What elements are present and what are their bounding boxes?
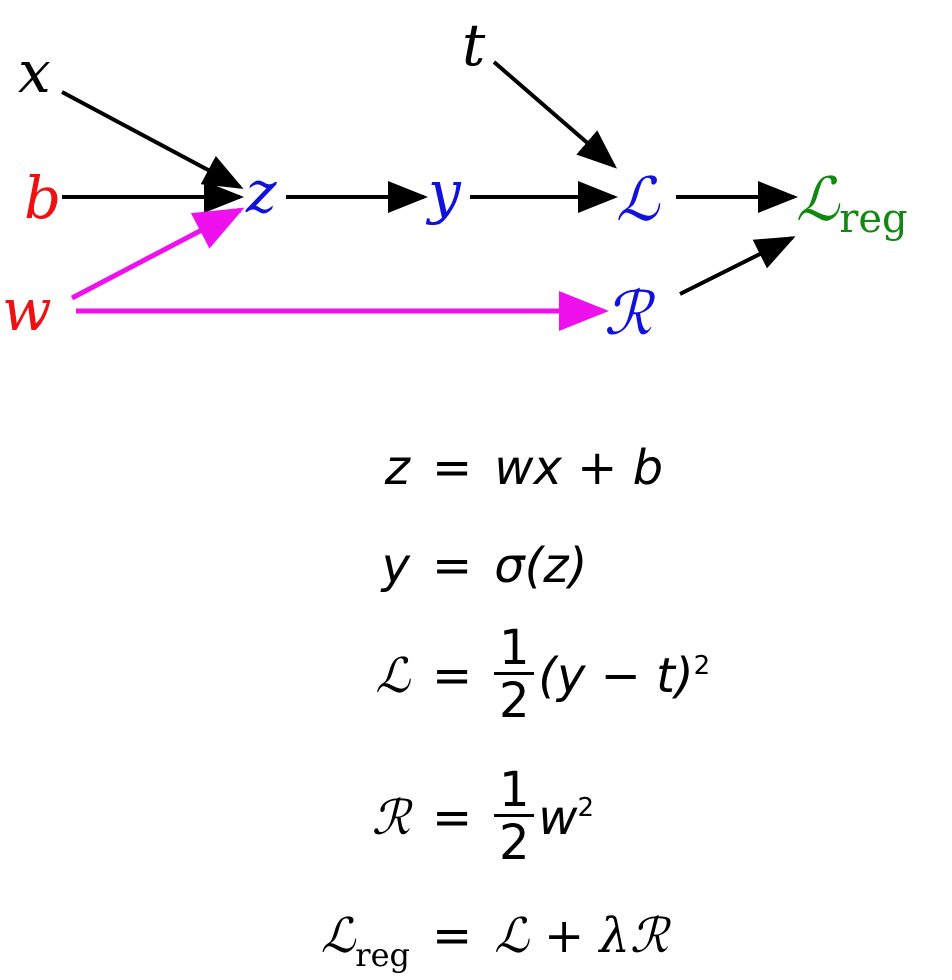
edge-w-to-z: [70, 207, 245, 301]
node-L: ℒ: [616, 165, 661, 235]
eq-exponent: 2: [577, 792, 595, 823]
fraction-denominator: 2: [498, 673, 530, 729]
fraction-numerator: 1: [498, 620, 530, 676]
equation-L: ℒ = 1 2 (y − t)2: [300, 624, 710, 727]
node-y: y: [425, 158, 462, 226]
eq-fraction: 1 2: [494, 620, 535, 729]
equations: z = wx + b y = σ(z) ℒ = 1 2 (y − t)2 ℛ =…: [0, 410, 952, 980]
fraction-bar: [494, 672, 535, 675]
eq-equals: =: [432, 538, 473, 594]
node-b: b: [24, 164, 61, 232]
eq-lhs: ℒ: [375, 647, 410, 704]
eq-lhs-sub: reg: [355, 936, 410, 974]
equation-Lreg: ℒreg = ℒ + λℛ: [250, 908, 669, 974]
computation-graph: x t b w z y ℒ ℛ ℒreg: [2, 11, 908, 349]
node-x: x: [18, 38, 51, 106]
node-Lreg: ℒreg: [796, 165, 908, 242]
eq-rhs: ℒ + λℛ: [494, 908, 669, 964]
eq-rhs: σ(z): [494, 538, 588, 594]
edge-x-to-z: [61, 90, 244, 189]
eq-lhs-main: ℒ: [320, 908, 356, 964]
equation-z: z = wx + b: [300, 440, 663, 496]
eq-lhs: ℛ: [371, 789, 410, 846]
node-R: ℛ: [604, 279, 656, 349]
eq-lhs: z: [384, 440, 410, 496]
fraction-numerator: 1: [498, 762, 530, 818]
eq-lhs: y: [381, 538, 410, 594]
eq-equals: =: [432, 440, 473, 496]
eq-equals: =: [432, 647, 473, 704]
node-Lreg-sub: reg: [839, 196, 907, 242]
node-t: t: [462, 11, 486, 79]
eq-rhs: (y − t): [538, 647, 694, 704]
eq-lhs: ℒreg: [250, 908, 410, 974]
fraction-denominator: 2: [498, 815, 530, 871]
node-Lreg-main: ℒ: [796, 165, 841, 235]
node-w: w: [2, 276, 52, 344]
eq-fraction: 1 2: [494, 762, 535, 871]
edge-t-to-L: [492, 60, 618, 169]
eq-exponent: 2: [693, 650, 711, 681]
fraction-bar: [494, 814, 535, 817]
eq-equals: =: [432, 908, 473, 964]
edge-R-to-Lreg: [679, 236, 796, 296]
eq-rhs: w: [538, 789, 578, 846]
equation-y: y = σ(z): [300, 538, 588, 594]
node-z: z: [245, 158, 277, 226]
eq-rhs: wx + b: [494, 440, 664, 496]
eq-equals: =: [432, 789, 473, 846]
